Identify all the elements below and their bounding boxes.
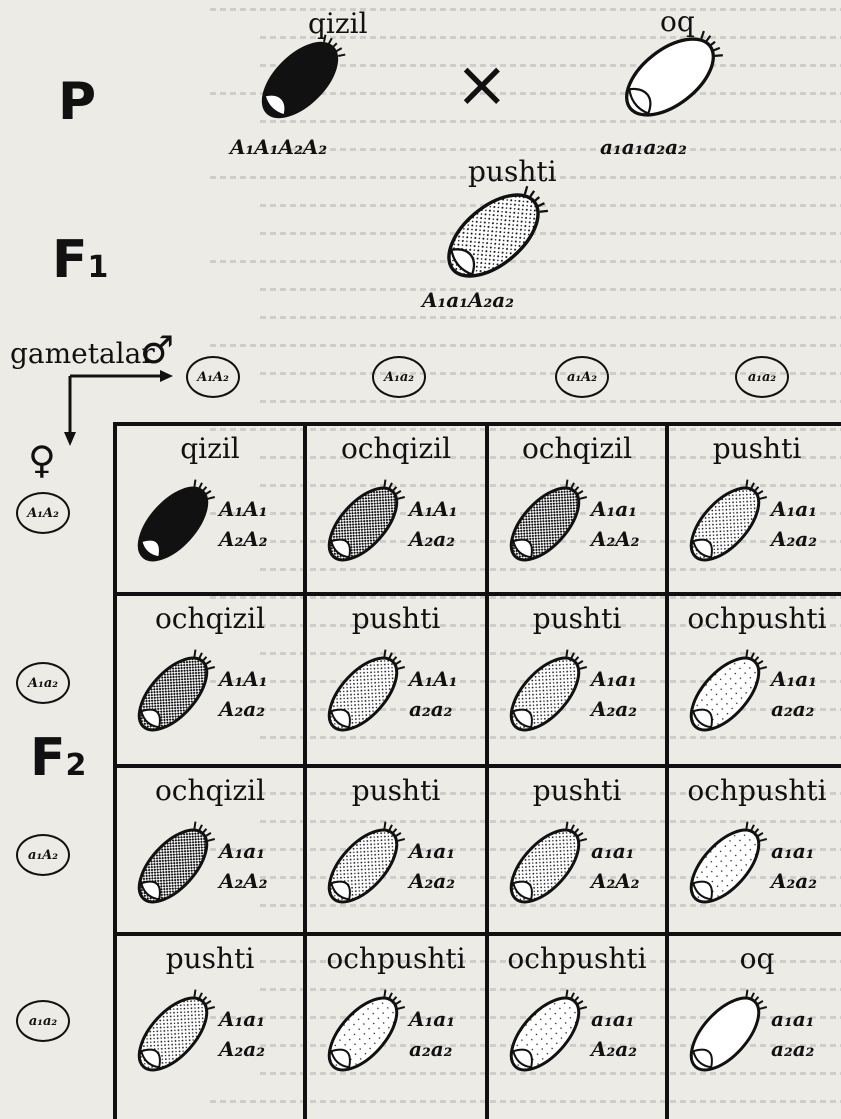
seed-icon	[675, 816, 775, 916]
cell-genotype-line-2: A₂A₂	[591, 868, 640, 894]
cross-symbol: ×	[455, 48, 509, 122]
female-parent-genotype: A₁A₁A₂A₂	[230, 135, 327, 159]
cell-genotype-line-1: A₁a₁	[771, 496, 817, 522]
seed-icon	[123, 474, 223, 574]
cell-genotype-line-2: A₂a₂	[771, 526, 817, 552]
gametes-label: gametalar	[10, 340, 155, 368]
male-gamete-3: a₁A₂	[555, 356, 609, 398]
male-symbol-icon: ♂	[140, 328, 174, 372]
seed-icon	[495, 644, 595, 744]
cell-genotype-line-1: a₁a₁	[771, 838, 814, 864]
cell-color-name: pushti	[677, 432, 837, 465]
cell-genotype-line-2: A₂a₂	[219, 1036, 265, 1062]
cell-color-name: pushti	[315, 602, 477, 635]
cell-genotype-line-1: a₁a₁	[771, 1006, 814, 1032]
cell-genotype-line-1: A₁a₁	[219, 838, 265, 864]
cell-color-name: qizil	[125, 432, 295, 465]
cell-genotype-line-2: A₂a₂	[771, 868, 817, 894]
seed-icon	[675, 984, 775, 1084]
female-gamete-1: A₁A₂	[16, 492, 70, 534]
cell-genotype-line-2: A₂a₂	[409, 526, 455, 552]
cell-color-name: oq	[677, 942, 837, 975]
cell-genotype-line-1: A₁a₁	[409, 838, 455, 864]
cell-genotype-line-2: a₂a₂	[409, 696, 452, 722]
cell-genotype-line-1: A₁a₁	[771, 666, 817, 692]
p-generation-label: P	[58, 72, 96, 132]
cell-genotype-line-1: A₁a₁	[591, 496, 637, 522]
female-gamete-4: a₁a₂	[16, 1000, 70, 1042]
f2-generation-label: F2	[30, 728, 86, 788]
cell-genotype-line-2: A₂a₂	[591, 696, 637, 722]
cell-genotype-line-1: A₁A₁	[409, 666, 458, 692]
cell-genotype-line-2: A₂a₂	[219, 696, 265, 722]
cell-color-name: ochqizil	[125, 774, 295, 807]
female-symbol-icon: ♀	[28, 438, 56, 482]
female-gamete-3: a₁A₂	[16, 834, 70, 876]
cell-color-name: ochqizil	[497, 432, 657, 465]
cell-color-name: pushti	[497, 602, 657, 635]
cell-genotype-line-2: A₂a₂	[409, 868, 455, 894]
cell-genotype-line-2: a₂a₂	[771, 696, 814, 722]
female-gamete-2: A₁a₂	[16, 662, 70, 704]
seed-icon	[123, 984, 223, 1084]
seed-icon	[123, 644, 223, 744]
cell-color-name: ochpushti	[677, 774, 837, 807]
cell-color-name: ochqizil	[315, 432, 477, 465]
cell-color-name: ochpushti	[677, 602, 837, 635]
cell-genotype-line-1: a₁a₁	[591, 1006, 634, 1032]
female-parent-seed-icon	[250, 30, 350, 130]
seed-icon	[313, 984, 413, 1084]
cell-color-name: ochpushti	[497, 942, 657, 975]
cell-genotype-line-2: a₂a₂	[409, 1036, 452, 1062]
seed-icon	[495, 474, 595, 574]
seed-icon	[313, 644, 413, 744]
cell-genotype-line-1: A₁a₁	[409, 1006, 455, 1032]
male-gamete-1: A₁A₂	[186, 356, 240, 398]
seed-icon	[313, 816, 413, 916]
cell-color-name: pushti	[497, 774, 657, 807]
seed-icon	[123, 816, 223, 916]
cell-genotype-line-1: A₁A₁	[409, 496, 458, 522]
cell-genotype-line-2: A₂a₂	[591, 1036, 637, 1062]
cell-color-name: pushti	[125, 942, 295, 975]
male-gamete-2: A₁a₂	[372, 356, 426, 398]
f1-seed-icon	[436, 178, 551, 293]
cell-genotype-line-1: a₁a₁	[591, 838, 634, 864]
seed-icon	[313, 474, 413, 574]
cell-color-name: pushti	[315, 774, 477, 807]
cell-genotype-line-2: A₂A₂	[219, 868, 268, 894]
cell-genotype-line-1: A₁A₁	[219, 666, 268, 692]
seed-icon	[495, 984, 595, 1084]
male-gamete-4: a₁a₂	[735, 356, 789, 398]
seed-icon	[675, 644, 775, 744]
male-parent-genotype: a₁a₁a₂a₂	[600, 135, 687, 159]
cell-genotype-line-2: A₂A₂	[219, 526, 268, 552]
cell-genotype-line-1: A₁A₁	[219, 496, 268, 522]
cell-genotype-line-1: A₁a₁	[591, 666, 637, 692]
f1-generation-label: F1	[52, 230, 108, 290]
seed-icon	[675, 474, 775, 574]
cell-color-name: ochqizil	[125, 602, 295, 635]
cell-genotype-line-2: a₂a₂	[771, 1036, 814, 1062]
seed-icon	[495, 816, 595, 916]
male-parent-seed-icon	[615, 22, 725, 132]
cell-color-name: ochpushti	[315, 942, 477, 975]
f1-genotype: A₁a₁A₂a₂	[422, 288, 514, 312]
cell-genotype-line-1: A₁a₁	[219, 1006, 265, 1032]
cell-genotype-line-2: A₂A₂	[591, 526, 640, 552]
